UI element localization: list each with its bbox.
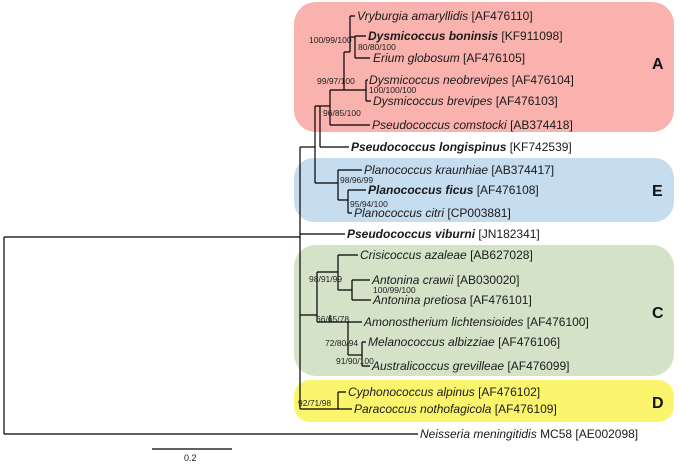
leaf-name: Antonina crawii [371, 273, 454, 287]
support-value: 91/90/100 [336, 356, 374, 366]
svg-text:Planococcus ficus [AF476108]: Planococcus ficus [AF476108] [368, 183, 539, 197]
clade-box-a [294, 2, 674, 132]
leaf-accession: [AF476110] [472, 9, 533, 23]
leaf-name: Melanococcus albizziae [368, 335, 495, 349]
leaf-name: Planococcus citri [354, 206, 444, 220]
leaf-name: Paracoccus nothofagicola [354, 402, 492, 416]
leaf-name: Neisseria meningitidis [420, 427, 537, 441]
scale-bar-label: 0.2 [184, 453, 197, 463]
leaf-name: Dysmicoccus boninsis [368, 29, 498, 43]
support-value: 95/94/100 [350, 199, 388, 209]
support-value: 92/71/98 [298, 398, 331, 408]
leaf-accession: [CP003881] [447, 206, 510, 220]
svg-text:Pseudococcus comstocki [AB3744: Pseudococcus comstocki [AB374418] [372, 118, 573, 132]
leaf-name: Pseudococcus comstocki [372, 118, 507, 132]
leaf-name: Planococcus kraunhiae [364, 163, 488, 177]
svg-text:Australicoccus grevilleae [AF4: Australicoccus grevilleae [AF476099] [371, 359, 569, 373]
clade-letter-a: A [652, 56, 664, 73]
leaf-accession: [AB374417] [491, 163, 554, 177]
svg-text:Melanococcus albizziae [AF4761: Melanococcus albizziae [AF476106] [368, 335, 560, 349]
leaf-name: Pseudococcus longispinus [351, 140, 507, 154]
support-value: 66/65/78 [316, 314, 349, 324]
support-value: 72/80/94 [325, 338, 358, 348]
svg-text:Neisseria meningitidis MC58 [A: Neisseria meningitidis MC58 [AE002098] [420, 427, 638, 441]
leaf-name: Australicoccus grevilleae [371, 359, 504, 373]
svg-text:Crisicoccus azaleae [AB627028]: Crisicoccus azaleae [AB627028] [360, 248, 533, 262]
leaf-accession: [KF742539] [510, 140, 572, 154]
svg-text:Dysmicoccus neobrevipes [AF476: Dysmicoccus neobrevipes [AF476104] [369, 73, 574, 87]
leaf-accession: [AF476104] [512, 73, 574, 87]
svg-text:Pseudococcus longispinus [KF74: Pseudococcus longispinus [KF742539] [351, 140, 572, 154]
clade-letter-e: E [652, 183, 663, 200]
leaf-accession: [AF476101] [470, 293, 532, 307]
support-value: 98/96/99 [340, 175, 373, 185]
leaf-accession: [JN182341] [478, 227, 539, 241]
leaf-name: Dysmicoccus neobrevipes [369, 73, 508, 87]
leaf-accession: [AF476099] [507, 359, 569, 373]
svg-text:Amonostherium lichtensioides [: Amonostherium lichtensioides [AF476100] [363, 315, 589, 329]
leaf-name: Cyphonococcus alpinus [348, 385, 475, 399]
clade-box-e [294, 158, 674, 222]
leaf-accession: [AE002098] [575, 427, 638, 441]
leaf-accession: [AF476102] [478, 385, 540, 399]
support-value: 100/99/100 [373, 285, 416, 295]
support-value: 98/91/99 [309, 274, 342, 284]
leaf-labels: Vryburgia amaryllidis [AF476110] Dysmico… [347, 9, 638, 441]
svg-text:Planococcus kraunhiae [AB37441: Planococcus kraunhiae [AB374417] [364, 163, 554, 177]
leaf-name: Crisicoccus azaleae [360, 248, 467, 262]
clade-letters: A E C D [652, 56, 664, 412]
support-values: 100/99/100 80/80/100 99/97/100 100/100/1… [298, 35, 417, 408]
leaf-accession: [AF476106] [498, 335, 560, 349]
leaf-strain: MC58 [540, 427, 572, 441]
leaf-accession: [AB374418] [510, 118, 573, 132]
svg-text:Paracoccus nothofagicola [AF47: Paracoccus nothofagicola [AF476109] [354, 402, 557, 416]
svg-text:Cyphonococcus alpinus [AF47610: Cyphonococcus alpinus [AF476102] [348, 385, 540, 399]
svg-text:Antonina pretiosa [AF476101]: Antonina pretiosa [AF476101] [372, 293, 532, 307]
leaf-accession: [KF911098] [501, 29, 562, 43]
support-value: 100/100/100 [369, 85, 417, 95]
leaf-accession: [AB030020] [457, 273, 520, 287]
leaf-name: Antonina pretiosa [372, 293, 467, 307]
svg-text:Dysmicoccus brevipes [AF476103: Dysmicoccus brevipes [AF476103] [373, 94, 558, 108]
leaf-name: Amonostherium lichtensioides [363, 315, 523, 329]
support-value: 96/85/100 [323, 108, 361, 118]
svg-text:Erium globosum [AF476105]: Erium globosum [AF476105] [373, 51, 525, 65]
leaf-name: Dysmicoccus brevipes [373, 94, 492, 108]
leaf-accession: [AF476109] [495, 402, 557, 416]
support-value: 99/97/100 [317, 76, 355, 86]
support-value: 100/99/100 [309, 35, 352, 45]
leaf-name: Pseudococcus viburni [347, 227, 476, 241]
leaf-accession: [AF476105] [463, 51, 525, 65]
leaf-accession: [AB627028] [470, 248, 533, 262]
svg-text:Vryburgia amaryllidis [AF47611: Vryburgia amaryllidis [AF476110] [357, 9, 533, 23]
leaf-accession: [AF476100] [527, 315, 589, 329]
svg-text:Pseudococcus viburni [JN182341: Pseudococcus viburni [JN182341] [347, 227, 540, 241]
support-value: 80/80/100 [358, 42, 396, 52]
leaf-name: Vryburgia amaryllidis [357, 9, 468, 23]
clade-letter-d: D [652, 395, 664, 412]
clade-box-c [294, 245, 674, 376]
leaf-name: Planococcus ficus [368, 183, 474, 197]
svg-text:Antonina crawii [AB030020]: Antonina crawii [AB030020] [371, 273, 519, 287]
tree-branches [3, 15, 418, 450]
leaf-accession: [AF476108] [477, 183, 539, 197]
clade-letter-c: C [652, 305, 664, 322]
leaf-accession: [AF476103] [496, 94, 558, 108]
leaf-name: Erium globosum [373, 51, 460, 65]
svg-text:Dysmicoccus boninsis [KF911098: Dysmicoccus boninsis [KF911098] [368, 29, 563, 43]
svg-text:Planococcus citri [CP003881]: Planococcus citri [CP003881] [354, 206, 511, 220]
clade-box-d [294, 380, 674, 422]
